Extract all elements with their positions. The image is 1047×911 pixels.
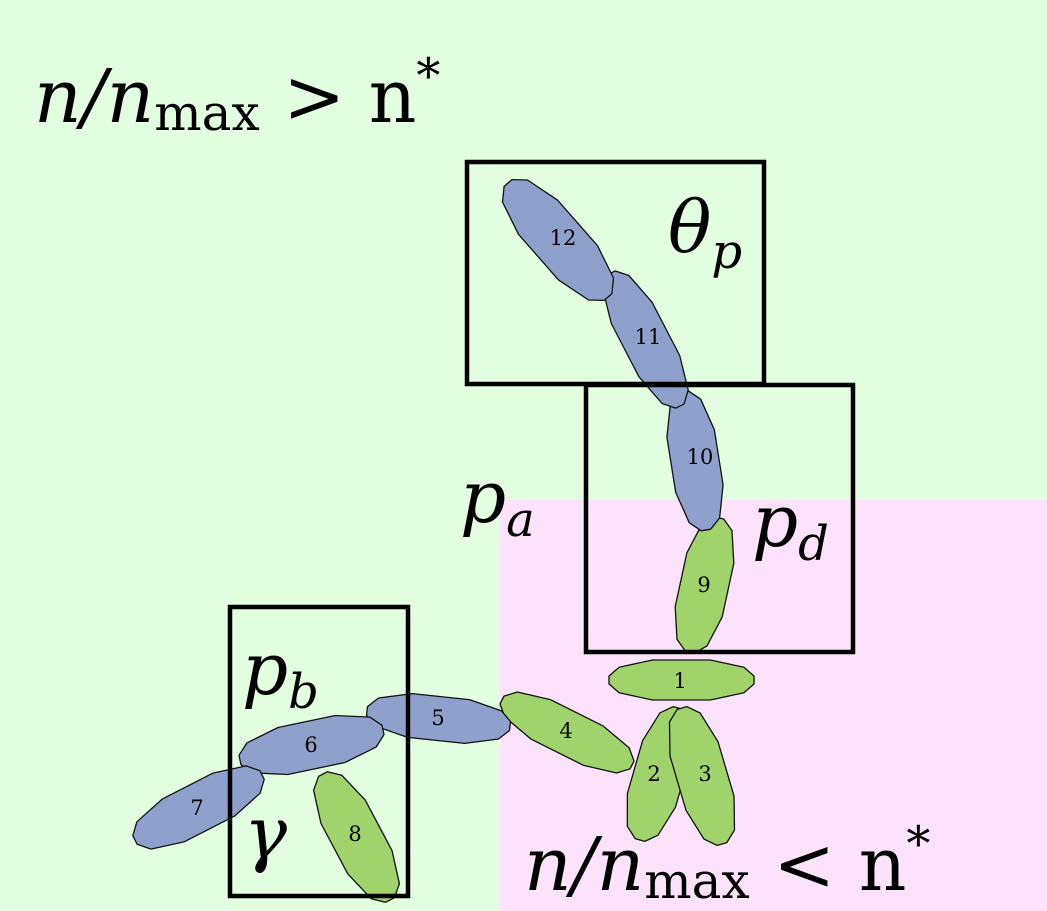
segment-1 <box>608 659 755 701</box>
p-b-box <box>227 604 411 899</box>
segment-7-label: 7 <box>190 796 203 820</box>
segment-6 <box>238 714 385 776</box>
segment-10 <box>666 390 724 532</box>
gamma-label: γ <box>244 791 288 875</box>
segment-2-label: 2 <box>647 762 660 786</box>
region-low-label: n/nmax < n* <box>524 816 930 910</box>
segment-11-label: 11 <box>635 325 662 349</box>
region-high-label: n/nmax > n* <box>34 48 440 142</box>
p-a-label: pa <box>460 455 535 548</box>
segment-9-label: 9 <box>697 573 710 597</box>
segment-6-label: 6 <box>304 733 317 757</box>
segment-3-label: 3 <box>698 762 711 786</box>
segment-5-label: 5 <box>431 706 444 730</box>
segment-4 <box>499 691 635 774</box>
segment-1-label: 1 <box>673 669 686 693</box>
segment-8-label: 8 <box>348 822 361 846</box>
segment-11 <box>602 270 689 409</box>
p-b-label: pb <box>242 627 319 720</box>
p-d-label: pd <box>752 479 829 572</box>
segment-3 <box>668 705 736 847</box>
theta-p-label: θp <box>668 185 742 280</box>
segment-12 <box>501 178 615 302</box>
p-d-box <box>583 382 856 655</box>
region-low-density <box>500 500 1047 911</box>
segment-10-label: 10 <box>687 445 714 469</box>
segment-12-label: 12 <box>550 226 577 250</box>
segment-4-label: 4 <box>559 719 572 743</box>
